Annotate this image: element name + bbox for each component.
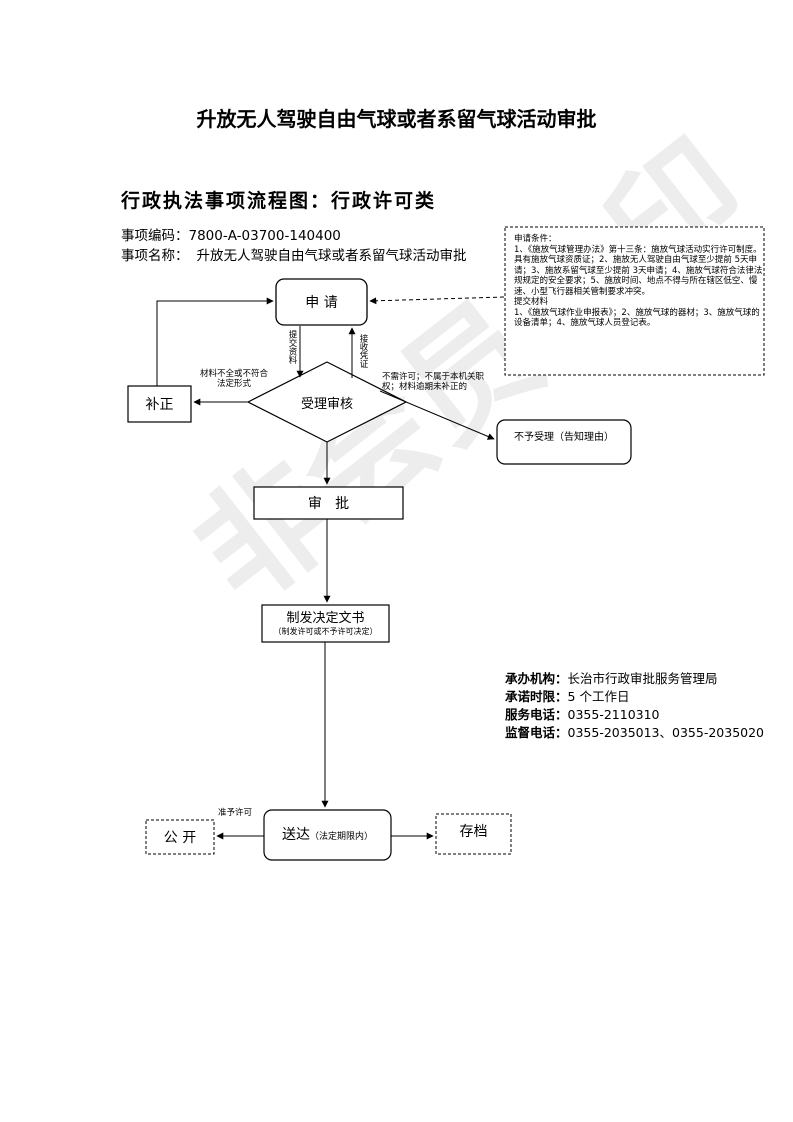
page-title: 升放无人驾驶自由气球或者系留气球活动审批 (196, 107, 597, 131)
info-supervise-value: 0355-2035013、0355-2035020 (567, 725, 765, 740)
chart-heading: 行政执法事项流程图：行政许可类 (121, 190, 437, 212)
reject-box (496, 419, 632, 465)
node-publish: 公 开 (163, 830, 197, 846)
correction-box (127, 385, 192, 423)
publish-box (145, 819, 215, 855)
deliver-label: 送达 (281, 827, 310, 843)
conditions-body: 1、《施放气球管理办法》第十三条：施放气球活动实行许可制度。具有施放气球资质证；… (514, 244, 763, 297)
label-submit: 提交资料 (287, 330, 297, 364)
label-grant: 准予许可 (218, 808, 253, 818)
reject-arrow (379, 390, 495, 440)
item-name-line: 事项名称： 升放无人驾驶自由气球或者系留气球活动审批 (121, 244, 467, 264)
node-deliver: 送达（法定期限内） (264, 810, 391, 860)
node-archive: 存档 (459, 824, 488, 840)
info-supervise: 监督电话：0355-2035013、0355-2035020 (505, 722, 764, 741)
info-time-label: 承诺时限： (505, 689, 568, 704)
info-service-label: 服务电话： (505, 707, 568, 722)
node-review: 受理审核 (300, 396, 353, 412)
info-service-value: 0355-2110310 (567, 707, 660, 722)
info-supervise-label: 监督电话： (505, 725, 568, 740)
info-org: 承办机构：长治市行政审批服务管理局 (505, 668, 718, 687)
info-org-label: 承办机构： (505, 671, 568, 686)
label-accept: 接收凭证 (358, 334, 368, 368)
item-code-label: 事项编码： (121, 228, 189, 244)
issue-note: （制发许可或不予许可决定） (273, 626, 378, 636)
item-name-label: 事项名称： (121, 248, 189, 264)
archive-box (435, 813, 512, 855)
item-name: 升放无人驾驶自由气球或者系留气球活动审批 (196, 248, 467, 264)
label-reject-reason: 不需许可；不属于本机关职权；材料逾期未补正的 (382, 372, 485, 392)
resubmit-arrow (156, 297, 274, 386)
materials-body: 1、《施放气球作业申报表》；2、施放气球的器材；3、施放气球的设备清单；4、施放… (514, 307, 760, 329)
info-org-value: 长治市行政审批服务管理局 (567, 671, 718, 686)
issue-box (261, 604, 390, 643)
conditions-heading: 申请条件： (514, 234, 557, 244)
info-time-value: 5 个工作日 (567, 689, 630, 704)
node-reject: 不予受理（告知理由） (514, 431, 614, 443)
info-service: 服务电话：0355-2110310 (505, 704, 660, 723)
conditions-box (504, 226, 765, 376)
issue-label: 制发决定文书 (286, 610, 365, 626)
item-code-line: 事项编码：7800-A-03700-140400 (121, 224, 341, 244)
node-issue: 制发决定文书 （制发许可或不予许可决定） (262, 605, 389, 642)
conditions-text: 申请条件： 1、《施放气球管理办法》第十三条：施放气球活动实行许可制度。具有施放… (514, 234, 764, 329)
node-correction: 补正 (145, 397, 174, 413)
node-approve: 审 批 (307, 496, 350, 512)
conditions-arrow (369, 296, 505, 305)
item-code: 7800-A-03700-140400 (188, 228, 341, 244)
node-apply: 申 请 (305, 295, 338, 311)
label-incomplete: 材料不全或不符合法定形式 (199, 369, 268, 389)
deliver-note: （法定期限内） (309, 832, 373, 842)
materials-heading: 提交材料 (514, 297, 549, 307)
apply-box (275, 278, 368, 326)
approve-box (253, 486, 404, 520)
deliver-box (263, 809, 392, 861)
info-time: 承诺时限：5 个工作日 (505, 686, 629, 705)
